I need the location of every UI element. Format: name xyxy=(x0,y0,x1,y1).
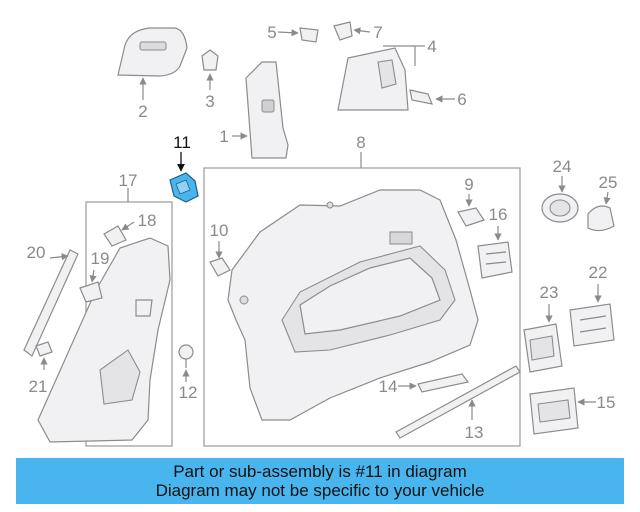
part-2-cover[interactable] xyxy=(117,27,188,100)
part-11-bracket[interactable] xyxy=(169,152,199,203)
part-18-clip[interactable] xyxy=(103,221,135,247)
callout-6: 6 xyxy=(457,90,466,109)
part-21-clip[interactable] xyxy=(35,341,53,370)
part-7-clip[interactable] xyxy=(333,21,371,41)
part-20-weatherstrip[interactable] xyxy=(23,249,79,357)
part-16-switch[interactable] xyxy=(477,226,513,279)
part-8-quarter-trim[interactable] xyxy=(227,189,479,421)
part-22-switch[interactable] xyxy=(569,284,615,347)
callout-14: 14 xyxy=(379,377,398,396)
part-3-clip[interactable] xyxy=(201,49,219,90)
part-17-pillar-trim[interactable] xyxy=(37,237,171,443)
diagram-note-line-1: Part or sub-assembly is #11 in diagram xyxy=(173,462,467,481)
callout-7: 7 xyxy=(373,23,382,42)
callout-5: 5 xyxy=(267,23,276,42)
part-4-anchor-cover[interactable] xyxy=(337,45,425,111)
callout-15: 15 xyxy=(597,393,616,412)
callout-17: 17 xyxy=(119,171,138,190)
part-5-clip[interactable] xyxy=(277,27,319,43)
parts-diagram: 2 3 1 5 7 4 6 11 8 17 18 10 9 16 24 25 2… xyxy=(23,21,618,447)
callout-24: 24 xyxy=(553,157,572,176)
callout-25: 25 xyxy=(599,173,618,192)
callout-8: 8 xyxy=(356,133,365,152)
part-25-cap[interactable] xyxy=(587,191,615,232)
part-24-socket[interactable] xyxy=(541,176,579,223)
callout-12: 12 xyxy=(179,383,198,402)
part-15-plate[interactable] xyxy=(529,387,596,435)
callout-22: 22 xyxy=(589,263,608,282)
callout-16: 16 xyxy=(489,205,508,224)
part-6-bolt[interactable] xyxy=(409,89,455,105)
diagram-note-banner: Part or sub-assembly is #11 in diagram D… xyxy=(16,458,624,504)
callout-13: 13 xyxy=(465,423,484,442)
callout-11: 11 xyxy=(173,133,191,152)
part-9-clip[interactable] xyxy=(457,194,485,227)
part-8-quarter-trim-box xyxy=(203,152,521,447)
callout-2: 2 xyxy=(138,102,147,121)
diagram-note-line-2: Diagram may not be specific to your vehi… xyxy=(155,481,485,500)
part-10-clip[interactable] xyxy=(209,241,231,277)
callout-9: 9 xyxy=(464,175,473,194)
part-23-switch[interactable] xyxy=(523,304,563,373)
callout-3: 3 xyxy=(205,92,214,111)
callout-10: 10 xyxy=(210,221,229,240)
callout-21: 21 xyxy=(29,377,48,396)
part-19-clip[interactable] xyxy=(79,269,103,303)
callout-1: 1 xyxy=(219,127,228,146)
part-14-molding[interactable] xyxy=(398,373,470,393)
part-1-pillar-trim[interactable] xyxy=(232,61,289,159)
part-12-push-pin[interactable] xyxy=(178,344,194,382)
callout-18: 18 xyxy=(138,211,157,230)
callout-19: 19 xyxy=(91,249,110,268)
callout-4: 4 xyxy=(427,37,436,56)
part-13-scuff-plate[interactable] xyxy=(395,365,521,439)
callout-23: 23 xyxy=(540,283,559,302)
callout-20: 20 xyxy=(27,243,46,262)
